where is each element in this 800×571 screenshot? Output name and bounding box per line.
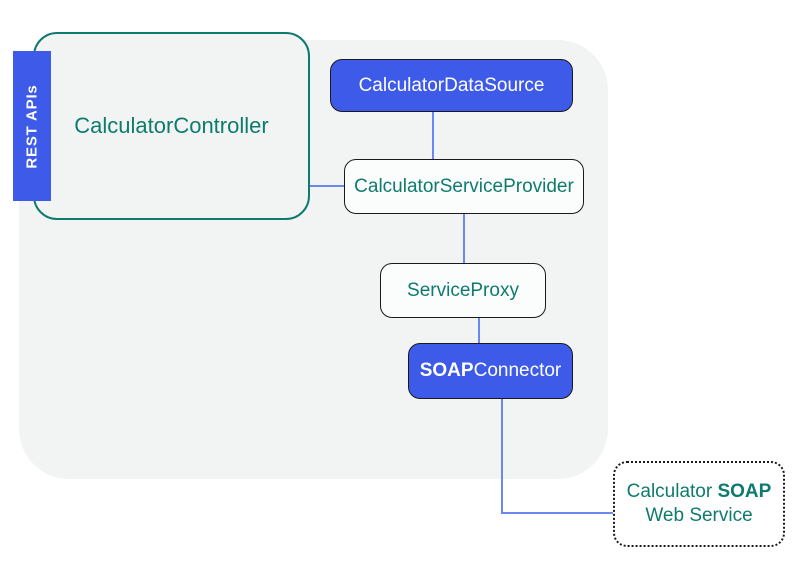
node-soap-connector-label-bold: SOAP	[419, 360, 474, 382]
node-calculator-service-provider-label: CalculatorServiceProvider	[354, 175, 574, 197]
node-calculator-soap-web-service: Calculator SOAP Web Service	[613, 461, 785, 547]
rest-apis-badge: REST APIs	[13, 51, 51, 201]
node-calculator-soap-web-service-line1-bold: SOAP	[717, 481, 772, 503]
node-calculator-soap-web-service-line2: Web Service	[645, 505, 753, 526]
node-calculator-service-provider: CalculatorServiceProvider	[344, 159, 584, 214]
node-calculator-soap-web-service-line1: Calculator SOAP	[627, 480, 772, 504]
node-soap-connector: SOAPConnector	[408, 343, 573, 399]
connector-soapconnector-webservice-horizontal	[501, 512, 614, 514]
connector-serviceproxy-soapconnector	[478, 318, 480, 344]
node-service-proxy-label: ServiceProxy	[407, 279, 519, 301]
node-calculator-data-source: CalculatorDataSource	[330, 59, 573, 112]
node-calculator-controller: CalculatorController	[33, 32, 310, 220]
node-service-proxy: ServiceProxy	[380, 263, 546, 318]
node-calculator-soap-web-service-line1-regular: Calculator	[626, 481, 718, 503]
node-soap-connector-label-regular: Connector	[473, 360, 562, 382]
connector-soapconnector-webservice-vertical	[501, 399, 503, 514]
connector-controller-serviceprovider	[308, 185, 344, 187]
connector-serviceprovider-serviceproxy	[463, 214, 465, 264]
node-calculator-data-source-label: CalculatorDataSource	[358, 74, 545, 96]
connector-datasource-serviceprovider	[432, 112, 434, 160]
rest-apis-badge-label: REST APIs	[23, 83, 41, 169]
node-soap-connector-label: SOAPConnector	[420, 359, 562, 383]
node-calculator-controller-label: CalculatorController	[74, 113, 269, 139]
